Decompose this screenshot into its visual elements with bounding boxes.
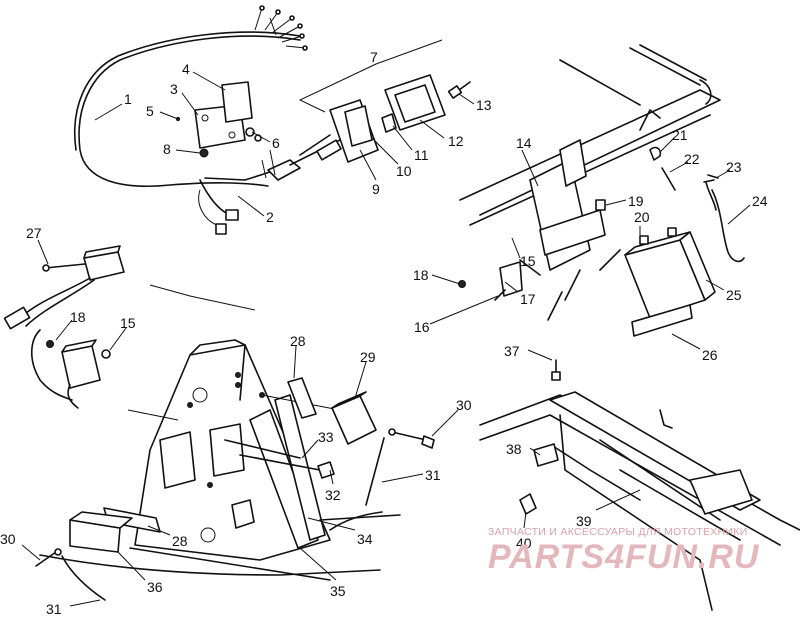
callout-36: 36 xyxy=(147,579,163,595)
callout-6: 6 xyxy=(272,135,280,151)
callout-10: 10 xyxy=(396,163,412,179)
callout-15-left: 15 xyxy=(120,315,136,331)
frame-lower-right xyxy=(479,359,800,611)
callout-39: 39 xyxy=(576,513,592,529)
callout-8: 8 xyxy=(163,141,171,157)
callout-31-left: 31 xyxy=(46,601,62,617)
callout-3: 3 xyxy=(170,81,178,97)
callout-5: 5 xyxy=(146,103,154,119)
callout-16: 16 xyxy=(414,319,430,335)
callout-33: 33 xyxy=(318,429,334,445)
callout-25: 25 xyxy=(726,287,742,303)
ignition-coil xyxy=(30,329,111,409)
callout-29: 29 xyxy=(360,349,376,365)
callout-30-right: 30 xyxy=(456,397,472,413)
callout-34: 34 xyxy=(357,531,373,547)
callout-22: 22 xyxy=(684,151,700,167)
callout-9: 9 xyxy=(372,181,380,197)
callout-14: 14 xyxy=(516,135,532,151)
callout-18: 18 xyxy=(413,267,429,283)
mounting-plate xyxy=(127,284,351,561)
tail-light-assembly xyxy=(299,74,471,163)
leader-lines xyxy=(21,39,751,607)
callout-1: 1 xyxy=(124,91,132,107)
battery-bracket xyxy=(458,139,606,301)
callout-40: 40 xyxy=(516,535,532,551)
callout-20: 20 xyxy=(634,209,650,225)
wiring-harness xyxy=(74,5,341,235)
callout-13: 13 xyxy=(476,97,492,113)
lower-left-brackets xyxy=(35,507,161,601)
callout-28-lower: 28 xyxy=(172,533,188,549)
callout-30-left: 30 xyxy=(0,531,16,547)
watermark-tagline: ЗАПЧАСТИ И АКСЕССУАРЫ ДЛЯ МОТОТЕХНИКИ xyxy=(488,526,748,538)
callout-labels: 1 2 3 4 5 6 7 8 9 10 11 12 13 14 15 16 1… xyxy=(0,49,768,617)
floor-pan-lower xyxy=(39,511,401,581)
callout-15: 15 xyxy=(520,253,536,269)
callout-23: 23 xyxy=(726,159,742,175)
callout-24: 24 xyxy=(752,193,768,209)
callout-32: 32 xyxy=(325,487,341,503)
cdi-module xyxy=(3,245,125,330)
callout-21: 21 xyxy=(672,127,688,143)
callout-35: 35 xyxy=(330,583,346,599)
fasteners-center xyxy=(224,428,435,506)
callout-19: 19 xyxy=(628,193,644,209)
callout-28-upper: 28 xyxy=(290,333,306,349)
callout-7: 7 xyxy=(370,49,378,65)
callout-26: 26 xyxy=(702,347,718,363)
callout-11: 11 xyxy=(414,147,429,163)
battery xyxy=(624,146,745,337)
callout-4: 4 xyxy=(182,61,190,77)
bracket-plate xyxy=(175,81,262,158)
callout-31-right: 31 xyxy=(425,467,441,483)
callout-18-left: 18 xyxy=(70,309,86,325)
callout-38: 38 xyxy=(506,441,522,457)
callout-12: 12 xyxy=(448,133,464,149)
callout-27: 27 xyxy=(26,225,42,241)
watermark-logo: PARTS4FUN.RU xyxy=(488,538,760,576)
callout-2: 2 xyxy=(266,209,274,225)
callout-17: 17 xyxy=(520,291,536,307)
relay-29 xyxy=(287,377,377,445)
callout-37: 37 xyxy=(504,343,520,359)
